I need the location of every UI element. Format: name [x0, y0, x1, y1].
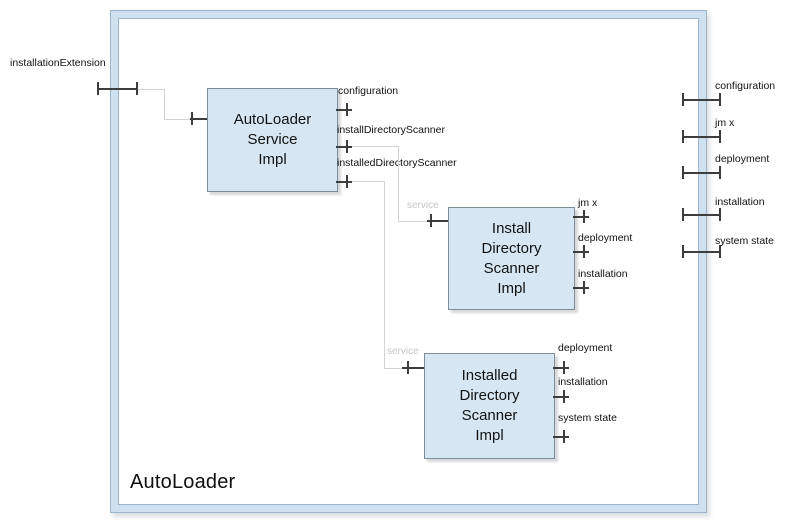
- frame-port-tick: [682, 166, 684, 179]
- component-name-line: Scanner: [483, 259, 540, 277]
- frame-port-installation: [682, 214, 721, 216]
- port-label-installation: installation: [558, 376, 608, 388]
- frame-port-deployment: [682, 172, 721, 174]
- frame-port-tick: [719, 130, 721, 143]
- component-name-line: Scanner: [461, 407, 518, 424]
- port-configuration: [336, 109, 352, 111]
- frame-port-tick: [97, 82, 99, 95]
- port-jmx: [573, 216, 589, 218]
- component-install-directory-scanner-impl: Install Directory Scanner Impl: [448, 207, 575, 310]
- port-configuration-tick: [346, 103, 348, 116]
- connector-installed-service: [384, 181, 385, 368]
- frame-port-label-deployment: deployment: [715, 153, 770, 165]
- component-name-line: Directory: [459, 387, 520, 404]
- frame-port-label-jmx: jm x: [715, 117, 735, 129]
- frame-port-tick: [682, 208, 684, 221]
- component-name-line: Impl: [475, 427, 504, 444]
- frame-port-tick: [682, 130, 684, 143]
- port-installation-tick: [583, 281, 585, 294]
- port-installation: [573, 287, 589, 289]
- component-name-line: Service: [247, 131, 298, 148]
- component-name-line: Installed: [461, 367, 518, 384]
- connector-label-service: service: [407, 200, 439, 211]
- port-label-deployment: deployment: [578, 232, 633, 244]
- port-label-deployment: deployment: [558, 342, 613, 354]
- port-install-service: [427, 220, 448, 222]
- port-label-jmx: jm x: [578, 197, 598, 209]
- port-deployment-tick: [563, 361, 565, 374]
- connector-installationExtension: [164, 119, 191, 120]
- frame-title: AutoLoader: [130, 471, 236, 493]
- frame-port-label-configuration: configuration: [715, 80, 776, 92]
- port-installed-service: [402, 367, 424, 369]
- frame-port-tick: [136, 82, 138, 95]
- port-installation: [553, 396, 569, 398]
- frame-port-tick: [719, 93, 721, 106]
- port-label-installation: installation: [578, 268, 628, 280]
- port-installedDirectoryScanner: [336, 181, 352, 183]
- frame-port-jmx: [682, 136, 721, 138]
- component-autoloader-service-impl: AutoLoader Service Impl: [207, 88, 338, 192]
- frame-port-systemstate: [682, 251, 721, 253]
- frame-port-tick: [719, 245, 721, 258]
- port-deployment-tick: [583, 245, 585, 258]
- connector-install-service: [398, 221, 427, 222]
- connector-install-service: [398, 146, 399, 221]
- composite-frame: [110, 10, 707, 513]
- port-installation-tick: [563, 390, 565, 403]
- connector-label-service: service: [387, 346, 419, 357]
- port-deployment: [553, 367, 569, 369]
- port-systemstate-tick: [563, 430, 565, 443]
- frame-port-tick: [682, 93, 684, 106]
- composite-frame-inner: [118, 18, 699, 505]
- frame-port-installationExtension: [97, 88, 138, 90]
- port-install-service-tick: [430, 214, 432, 227]
- connector-installed-service: [384, 368, 402, 369]
- port-label-systemstate: system state: [558, 412, 617, 424]
- port-installed-service-tick: [407, 361, 409, 374]
- port-label-installedDirectoryScanner: installedDirectoryScanner: [337, 157, 457, 169]
- frame-port-configuration: [682, 99, 721, 101]
- port-installDirectoryScanner-tick: [346, 140, 348, 153]
- frame-port-tick: [682, 245, 684, 258]
- external-port-label-installationExtension: installationExtension: [10, 57, 106, 69]
- port-autoloader-left-tick: [191, 112, 193, 125]
- connector-installed-service: [352, 181, 384, 182]
- component-name-line: Install: [491, 219, 532, 237]
- port-deployment: [573, 251, 589, 253]
- port-installDirectoryScanner: [336, 146, 352, 148]
- component-name-line: Impl: [497, 279, 526, 297]
- frame-port-label-systemstate: system state: [715, 235, 774, 247]
- component-name-line: Impl: [258, 151, 287, 168]
- component-name-line: AutoLoader: [233, 111, 312, 128]
- frame-port-label-installation: installation: [715, 196, 765, 208]
- component-name-line: Directory: [481, 239, 542, 257]
- port-label-configuration: configuration: [338, 85, 399, 97]
- port-label-installDirectoryScanner: installDirectoryScanner: [337, 124, 445, 136]
- connector-installationExtension: [138, 89, 165, 90]
- connector-installationExtension: [164, 89, 165, 119]
- connector-install-service: [352, 146, 398, 147]
- port-systemstate: [553, 436, 569, 438]
- port-installedDirectoryScanner-tick: [346, 175, 348, 188]
- port-jmx-tick: [583, 210, 585, 223]
- frame-port-tick: [719, 166, 721, 179]
- frame-port-tick: [719, 208, 721, 221]
- component-installed-directory-scanner-impl: Installed Directory Scanner Impl: [424, 353, 555, 459]
- port-autoloader-left: [190, 118, 207, 120]
